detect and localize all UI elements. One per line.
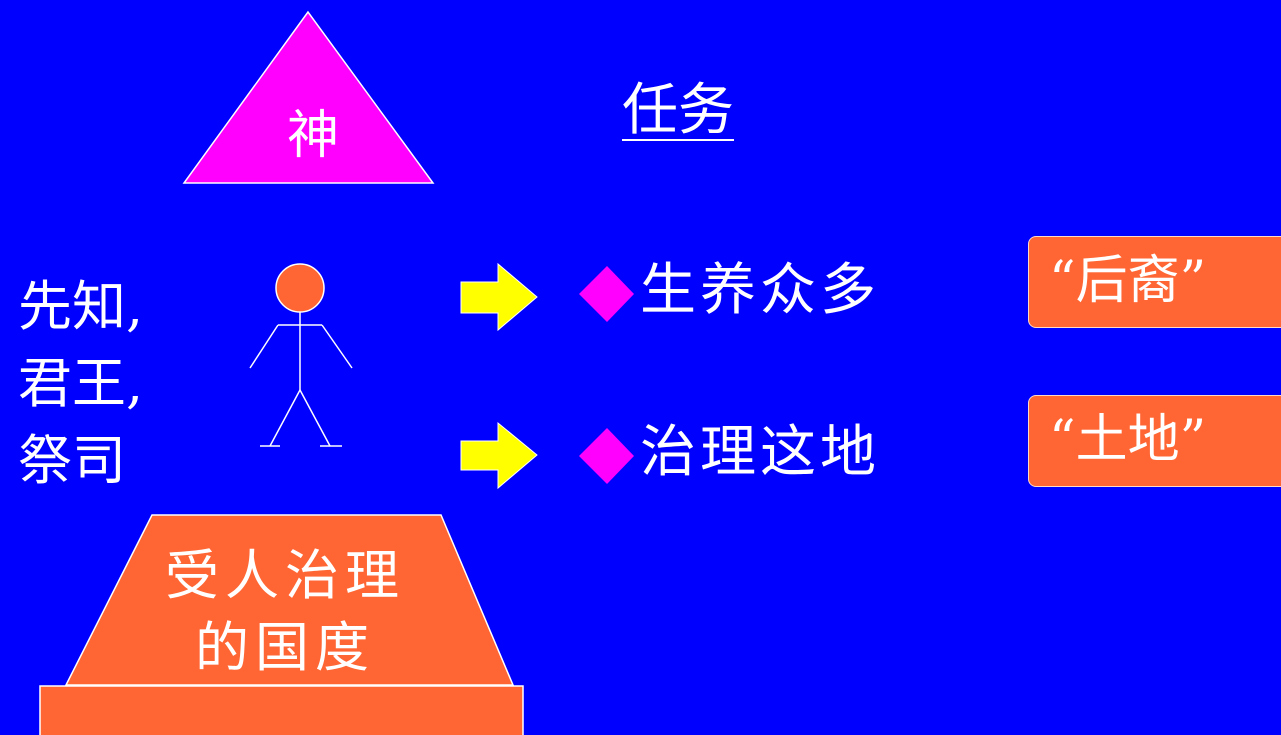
role-king: 君王, (18, 352, 144, 415)
kingdom-line1: 受人治理 (165, 544, 405, 607)
kingdom-line2: 的国度 (195, 616, 375, 679)
kingdom-trapezoid (64, 514, 515, 686)
arrow-icon (460, 421, 538, 490)
kingdom-base (39, 685, 524, 735)
tag-land: “土地” (1028, 395, 1281, 487)
kingdom-label: 受人治理 的国度 (130, 540, 440, 684)
task-rule-land: 治理这地 (640, 420, 880, 485)
diamond-bullet-icon (579, 266, 634, 322)
task-multiply: 生养众多 (640, 258, 880, 323)
roles-text: 先知, 君王, 祭司 (18, 268, 143, 499)
diamond-bullet-icon (579, 428, 634, 484)
arrow-icon (460, 262, 538, 332)
page-title: 任务 (622, 78, 734, 143)
tag-offspring: “后裔” (1028, 236, 1281, 328)
role-prophet: 先知, (18, 275, 144, 338)
role-priest: 祭司 (18, 429, 126, 492)
god-label: 神 (286, 106, 339, 166)
